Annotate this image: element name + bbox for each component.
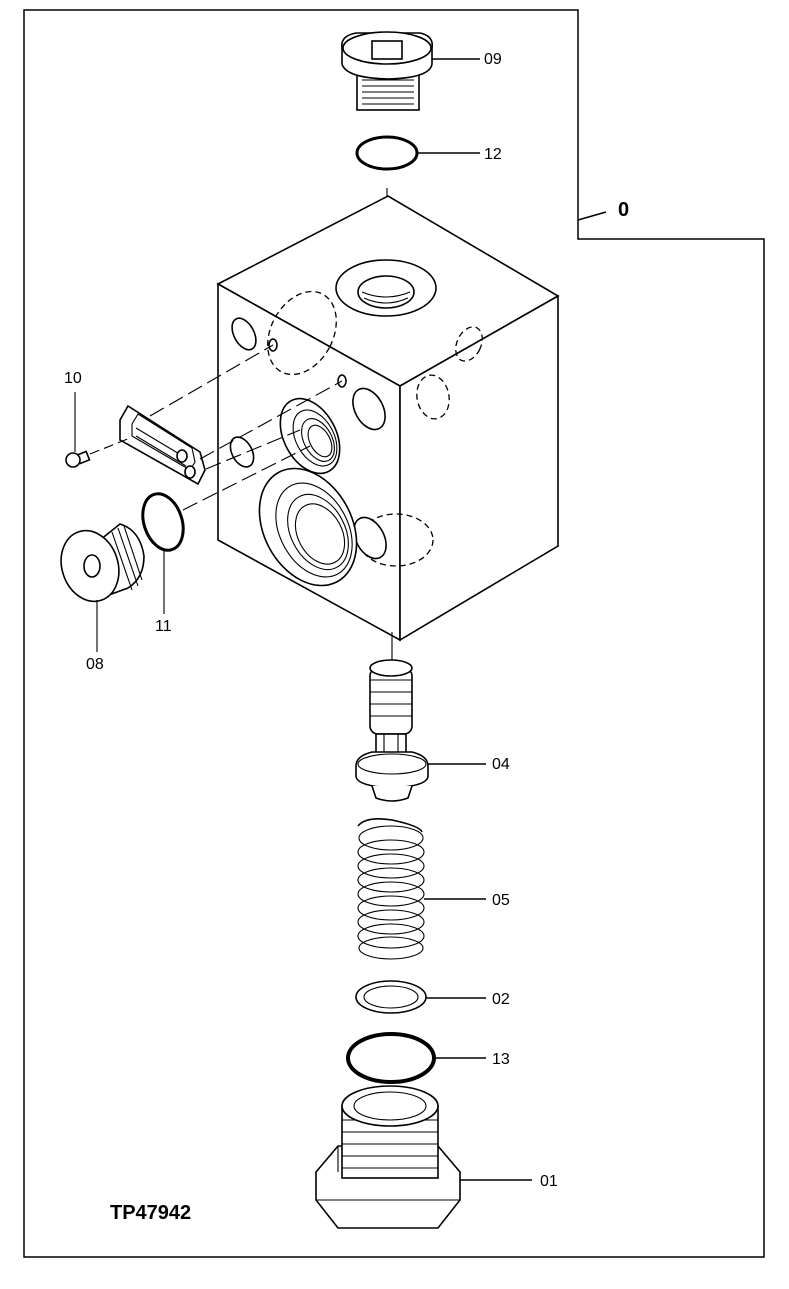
figure-id: TP47942 [110, 1202, 191, 1224]
washer [355, 980, 427, 1014]
callout-13: 13 [492, 1051, 510, 1068]
oring-top [355, 135, 419, 171]
oring-side [141, 492, 185, 552]
cover-plate [119, 404, 206, 486]
callout-04: 04 [492, 756, 510, 773]
oring-bottom [346, 1032, 436, 1084]
assembly-leader [577, 211, 607, 221]
spring [357, 818, 425, 960]
callout-08: 08 [86, 656, 104, 673]
callout-12: 12 [484, 146, 502, 163]
callout-01: 01 [540, 1173, 558, 1190]
callout-11: 11 [155, 618, 172, 635]
assembly-boundary [23, 9, 765, 1258]
callout-02: 02 [492, 991, 510, 1008]
callout-05: 05 [492, 892, 510, 909]
callout-10: 10 [64, 370, 82, 387]
plug-bottom [315, 1085, 461, 1229]
plug-side [60, 523, 145, 603]
assembly-label: 0 [618, 199, 629, 221]
valve-block [216, 195, 560, 642]
poppet [355, 659, 429, 802]
screw [65, 450, 91, 468]
plug-top [340, 31, 434, 111]
callout-09: 09 [484, 51, 502, 68]
